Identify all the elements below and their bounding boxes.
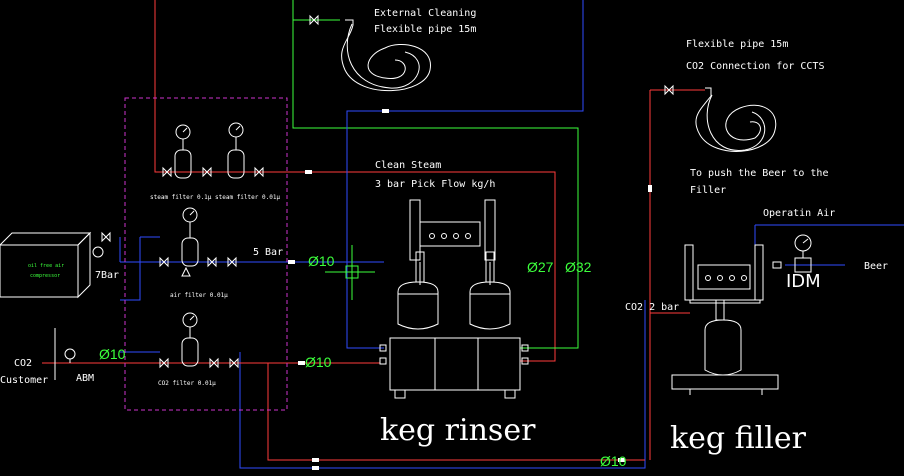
compressor-label-2: compressor [30, 273, 60, 279]
keg-rinser-title: keg rinser [380, 413, 536, 448]
co2-customer-label-2: Customer [0, 375, 48, 386]
diameter-27-label: Ø27 [527, 259, 554, 275]
steam-filters-label: steam filter 0.1µ steam filter 0.01µ [150, 194, 280, 201]
diameter-co2-in-label: Ø10 [99, 346, 126, 362]
co2-filter-label: CO2 filter 0.01µ [158, 380, 216, 387]
flexible-pipe-label: Flexible pipe 15m [686, 39, 788, 50]
compressor-label-1: oil free air [28, 263, 64, 269]
idm-flowmeter [772, 234, 812, 273]
air-filter-label: air filter 0.01µ [170, 292, 228, 299]
push-beer-label-2: Filler [690, 185, 726, 196]
keg-filler-machine [671, 244, 779, 395]
seven-bar-label: 7Bar [95, 270, 119, 281]
co2-gauge-icon [64, 348, 76, 363]
keg-rinser-machine [379, 199, 529, 399]
operating-air-label: Operatin Air [763, 208, 835, 219]
steam-filter-1 [174, 124, 192, 179]
co2-hose-coil-icon [695, 87, 777, 152]
diameter-air-label: Ø10 [308, 253, 335, 269]
beer-label: Beer [864, 261, 888, 272]
co2-line [42, 89, 705, 461]
idm-label: IDM [786, 271, 821, 292]
external-cleaning-pipe-label: Flexible pipe 15m [374, 24, 476, 35]
diameter-bottom-label: Ø10 [600, 453, 627, 469]
keg-filler-title: keg filler [670, 421, 807, 456]
pipe-markers [288, 109, 652, 470]
valves [101, 14, 674, 369]
cursor-crosshair-icon [325, 245, 375, 300]
filter-station-box [124, 97, 288, 411]
diameter-32-label: Ø32 [565, 259, 592, 275]
clean-steam-label: Clean Steam [375, 160, 441, 171]
five-bar-label: 5 Bar [253, 247, 283, 258]
steam-filter-2 [227, 122, 245, 179]
external-cleaning-label: External Cleaning [374, 8, 476, 19]
diameter-co2-out-label: Ø10 [305, 354, 332, 370]
co2-customer-label: CO2 [14, 358, 32, 369]
steam-line [154, 0, 556, 362]
cleaning-hose-coil-icon [341, 19, 431, 92]
co2-filter [181, 312, 199, 367]
air-filter [181, 207, 199, 267]
push-beer-label: To push the Beer to the [690, 168, 828, 179]
co2-2bar-label: CO2 2 bar [625, 302, 679, 313]
steam-flow-label: 3 bar Pick Flow kg/h [375, 179, 495, 190]
co2-connection-label: CO2 Connection for CCTS [686, 61, 824, 72]
cleaning-line [292, 0, 579, 349]
abm-label: ABM [76, 373, 94, 384]
air-compressor [0, 231, 104, 299]
